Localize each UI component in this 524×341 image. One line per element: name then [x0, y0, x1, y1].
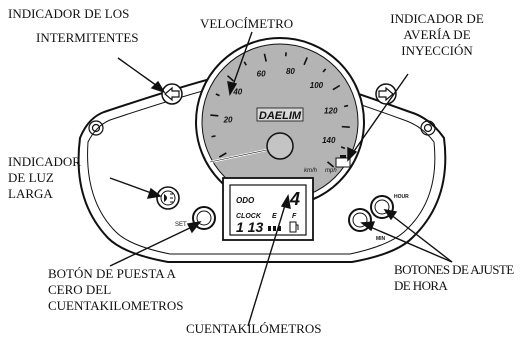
speedometer-tick-labels: 20 40 60 80 100 120 140 [223, 67, 338, 145]
arrow-odometer [247, 201, 287, 327]
label-odometer-reset: BOTÓN DE PUESTA A CERO DEL CUENTAKILOMET… [48, 266, 183, 314]
lcd-clock-value: 1 13 [236, 219, 263, 235]
high-beam-lamp-icon [156, 186, 180, 210]
dial-tick [326, 161, 335, 168]
arrow-high-beam [109, 177, 155, 195]
unit-kmh: km/h [304, 168, 318, 174]
dial-tick [343, 104, 349, 108]
lcd-odo-label: ODO [236, 196, 255, 205]
dial-tick-label: 40 [232, 88, 242, 97]
dial-tick [322, 68, 327, 73]
set-label: SET [175, 222, 187, 228]
label-odometer-reset-line-1: BOTÓN DE PUESTA A [48, 266, 176, 281]
dial-tick [263, 53, 267, 62]
arrow-injection-fault [351, 73, 409, 155]
dial-tick [303, 57, 308, 66]
hour-label: HOUR [394, 194, 409, 200]
left-turn-arrow-icon [161, 83, 183, 105]
dial-tick-label: 140 [322, 136, 336, 145]
label-injection-fault-line-2: AVERÍA DE [403, 27, 471, 42]
dial-tick [218, 152, 227, 158]
dial-tick-label: 80 [286, 67, 295, 76]
brand-logo: DAELIM [259, 110, 302, 122]
label-odometer: CUENTAKILÓMETROS [186, 321, 322, 336]
label-clock-buttons: BOTONES DE AJUSTE DE HORA [394, 262, 514, 294]
fuel-pump-icon [289, 221, 299, 233]
label-turn-indicator-line-2: INTERMITENTES [36, 30, 139, 45]
label-odometer-reset-line-2: CERO DEL [48, 282, 112, 297]
unit-mph: mph [325, 168, 337, 174]
arrow-turn-indicator [117, 57, 161, 89]
arrow-speedometer [231, 31, 253, 89]
dial-tick [226, 75, 235, 82]
label-high-beam-line-3: LARGA [8, 186, 53, 201]
dial-tick-label: 60 [257, 70, 266, 79]
needle-hub [266, 132, 294, 160]
label-high-beam-line-2: DE LUZ [8, 170, 54, 185]
dial-tick-label: 20 [223, 115, 233, 124]
label-turn-indicator-line-1: INDICADOR DE LOS [8, 6, 130, 21]
dial-tick [215, 93, 220, 97]
arrow-reset-button [109, 225, 195, 267]
dial-tick [243, 61, 247, 66]
label-turn-indicator: INDICADOR DE LOS INTERMITENTES [8, 6, 139, 46]
right-turn-arrow-icon [375, 83, 397, 105]
dial-tick [341, 125, 350, 129]
label-clock-buttons-line-2: DE HORA [394, 278, 448, 293]
label-injection-fault: INDICADOR DE AVERÍA DE INYECCIÓN [362, 11, 512, 59]
label-speedometer: VELOCÍMETRO [200, 16, 294, 31]
screw-left [88, 120, 104, 136]
label-high-beam-line-1: INDICADOR [8, 154, 81, 169]
min-label: MIN [376, 236, 386, 242]
dial-tick [340, 146, 346, 150]
arrow-clock-button-hour [389, 213, 453, 263]
label-clock-buttons-line-1: BOTONES DE AJUSTE [394, 262, 514, 277]
dial-tick-label: 100 [310, 81, 324, 90]
dial-tick-label: 120 [324, 107, 338, 116]
lcd-clock-label: CLOCK [236, 213, 262, 220]
lcd-fuel-f: F [292, 213, 297, 220]
dial-tick [211, 135, 216, 138]
engine-fault-lamp-icon [335, 155, 351, 168]
label-odometer-reset-line-3: CUENTAKILOMETROS [48, 298, 184, 313]
fuel-bar-segments [268, 226, 281, 231]
lcd-odo-value: 4 [289, 189, 300, 209]
callout-arrows [109, 31, 453, 327]
label-high-beam: INDICADOR DE LUZ LARGA [8, 154, 81, 202]
dial-tick [210, 114, 219, 117]
lcd-fuel-e: E [272, 213, 277, 220]
label-injection-fault-line-1: INDICADOR DE [390, 11, 484, 26]
label-injection-fault-line-3: INYECCIÓN [401, 43, 473, 58]
dial-tick [332, 84, 341, 91]
screw-right [420, 120, 436, 136]
speedometer-tick-marks [210, 52, 350, 168]
arrow-clock-button-min [367, 225, 453, 263]
